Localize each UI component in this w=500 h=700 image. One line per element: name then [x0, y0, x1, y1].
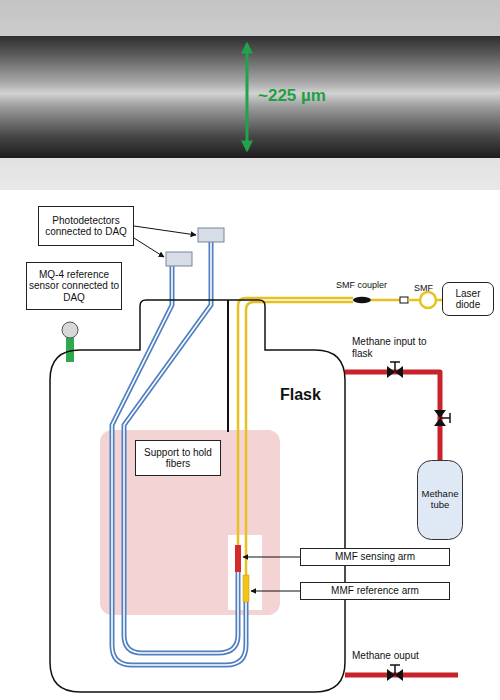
node-text: MMF reference arm — [331, 585, 419, 597]
part-label: SMF — [414, 283, 433, 293]
yellow-fiber — [246, 302, 353, 575]
cylinder-outline — [418, 461, 463, 540]
label-box: MQ-4 reference sensor connected to DAQ — [26, 262, 122, 310]
micrograph-background — [0, 0, 500, 190]
part-label: Methane ouput — [352, 650, 419, 662]
blue-fiber-core — [112, 266, 246, 665]
fiber-support — [100, 430, 280, 615]
valve-body — [434, 410, 446, 426]
output-pipe — [345, 673, 458, 678]
photodetector — [166, 252, 192, 266]
photodetector — [198, 228, 224, 242]
valve-symbol — [434, 410, 450, 426]
connector-group — [345, 372, 440, 460]
node-text: Laser diode — [443, 288, 493, 311]
dimension-label: ~225 µm — [258, 86, 326, 106]
yellow-fiber — [238, 298, 353, 545]
flask-outline — [50, 300, 345, 692]
node-text: MMF sensing arm — [335, 551, 415, 563]
label-box: MMF sensing arm — [300, 548, 450, 566]
gas-cylinder: Methane tube — [417, 460, 463, 540]
gas-pipe — [345, 372, 440, 460]
flask-outline — [50, 300, 345, 692]
valve-symbol — [387, 665, 403, 681]
sensing-arm — [235, 545, 241, 572]
node-text: Photodetectors connected to DAQ — [39, 215, 133, 238]
valve-stem — [394, 665, 396, 675]
node-text: MQ-4 reference sensor connected to DAQ — [27, 269, 121, 304]
fiber-connector — [400, 297, 408, 303]
label-box: Photodetectors connected to DAQ — [38, 206, 134, 246]
node-text: Support to hold fibers — [136, 447, 220, 470]
smf-fiber — [408, 299, 420, 302]
valve-stem — [394, 362, 396, 372]
valve-symbol — [387, 362, 403, 378]
support-rod — [227, 300, 229, 432]
valve-handle — [449, 413, 451, 423]
flask-vessel: FlaskSupport to hold fibers — [50, 300, 345, 692]
valve-body — [387, 669, 403, 681]
valve-body — [387, 366, 403, 378]
label-box: MMF reference arm — [300, 582, 450, 600]
valve-handle — [390, 361, 400, 363]
label-box: Support to hold fibers — [135, 440, 221, 476]
leader-arrow — [251, 591, 300, 592]
reference-arm — [243, 575, 249, 602]
part-label: Methane input to flask — [352, 336, 434, 359]
node-text: Methane tube — [417, 489, 463, 511]
blue-fiber — [124, 242, 238, 653]
diameter-arrow — [246, 44, 249, 150]
part-label: SMF coupler — [336, 280, 387, 290]
leader-arrow — [134, 238, 164, 257]
valve-stem — [440, 417, 450, 419]
blue-fiber — [112, 266, 246, 665]
blue-fiber-core — [124, 242, 238, 653]
laser-box: Laser diode — [442, 282, 494, 316]
mq4-sensor — [62, 322, 78, 338]
leader-arrow — [243, 557, 300, 558]
smf-loop — [420, 292, 436, 308]
leader-arrow — [134, 226, 196, 235]
node-text: Flask — [280, 386, 321, 404]
fiber-micrograph — [0, 36, 500, 158]
smf-coupler — [353, 297, 371, 303]
sensor-pipe — [66, 336, 74, 362]
valve-handle — [390, 664, 400, 666]
smf-fiber — [371, 299, 400, 302]
